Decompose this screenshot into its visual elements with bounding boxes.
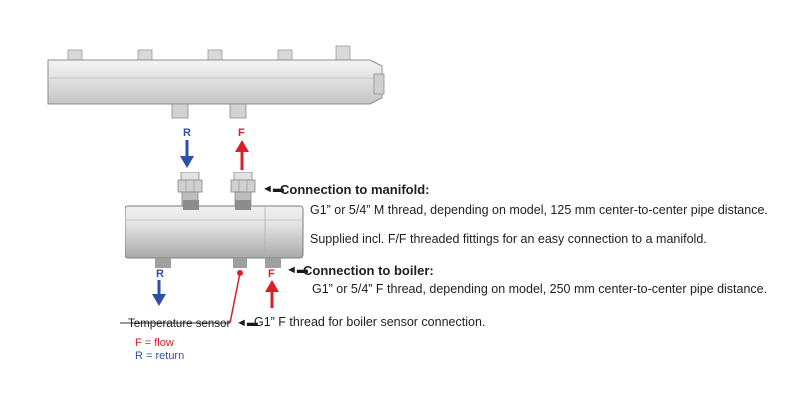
bottom-flow-label: F bbox=[268, 268, 275, 280]
boiler-line1: G1” or 5/4” F thread, depending on model… bbox=[312, 282, 768, 296]
return-arrow-down-bottom bbox=[152, 280, 166, 306]
manifold-line1: G1” or 5/4” M thread, depending on model… bbox=[310, 203, 768, 217]
sensor-note: G1” F thread for boiler sensor connectio… bbox=[254, 315, 486, 329]
manifold-bottom-stubs bbox=[171, 103, 247, 119]
top-return-label: R bbox=[183, 127, 191, 139]
manifold-top-stubs bbox=[67, 45, 351, 63]
manifold-illustration bbox=[47, 45, 385, 119]
manifold-pointer-icon: ◄▬ bbox=[262, 183, 284, 195]
flow-arrow-up-bottom bbox=[265, 280, 279, 308]
return-arrow-down-top bbox=[180, 140, 194, 168]
separator-block bbox=[125, 200, 304, 268]
manifold-line2: Supplied incl. F/F threaded fittings for… bbox=[310, 232, 707, 246]
manifold-title: Connection to manifold: bbox=[280, 182, 430, 197]
boiler-title: Connection to boiler: bbox=[303, 263, 434, 278]
manifold-body bbox=[47, 59, 383, 105]
legend-flow: F = flow bbox=[135, 337, 174, 349]
threaded-fitting-flow bbox=[230, 172, 256, 206]
temperature-sensor-label: Temperature sensor bbox=[128, 318, 231, 330]
legend-return: R = return bbox=[135, 350, 185, 362]
flow-arrow-up-top bbox=[235, 140, 249, 170]
top-flow-label: F bbox=[238, 127, 245, 139]
boiler-pointer-icon: ◄▬ bbox=[286, 264, 308, 276]
bottom-return-label: R bbox=[156, 268, 164, 280]
sensor-pointer-line bbox=[120, 270, 243, 324]
sensor-pointer-icon: ◄▬ bbox=[236, 317, 258, 329]
